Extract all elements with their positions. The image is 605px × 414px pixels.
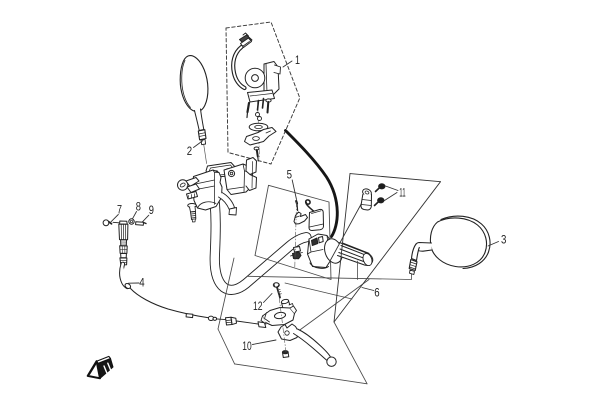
svg-text:2: 2 bbox=[187, 146, 192, 158]
svg-text:9: 9 bbox=[149, 205, 154, 217]
svg-text:7: 7 bbox=[117, 205, 122, 217]
svg-text:3: 3 bbox=[501, 235, 506, 247]
svg-text:8: 8 bbox=[136, 202, 141, 214]
svg-text:12: 12 bbox=[253, 301, 263, 313]
svg-text:10: 10 bbox=[242, 341, 251, 353]
svg-text:1: 1 bbox=[295, 55, 300, 67]
svg-text:6: 6 bbox=[374, 288, 379, 300]
svg-text:11: 11 bbox=[399, 188, 405, 200]
svg-text:5: 5 bbox=[287, 170, 292, 182]
svg-text:4: 4 bbox=[139, 278, 145, 290]
